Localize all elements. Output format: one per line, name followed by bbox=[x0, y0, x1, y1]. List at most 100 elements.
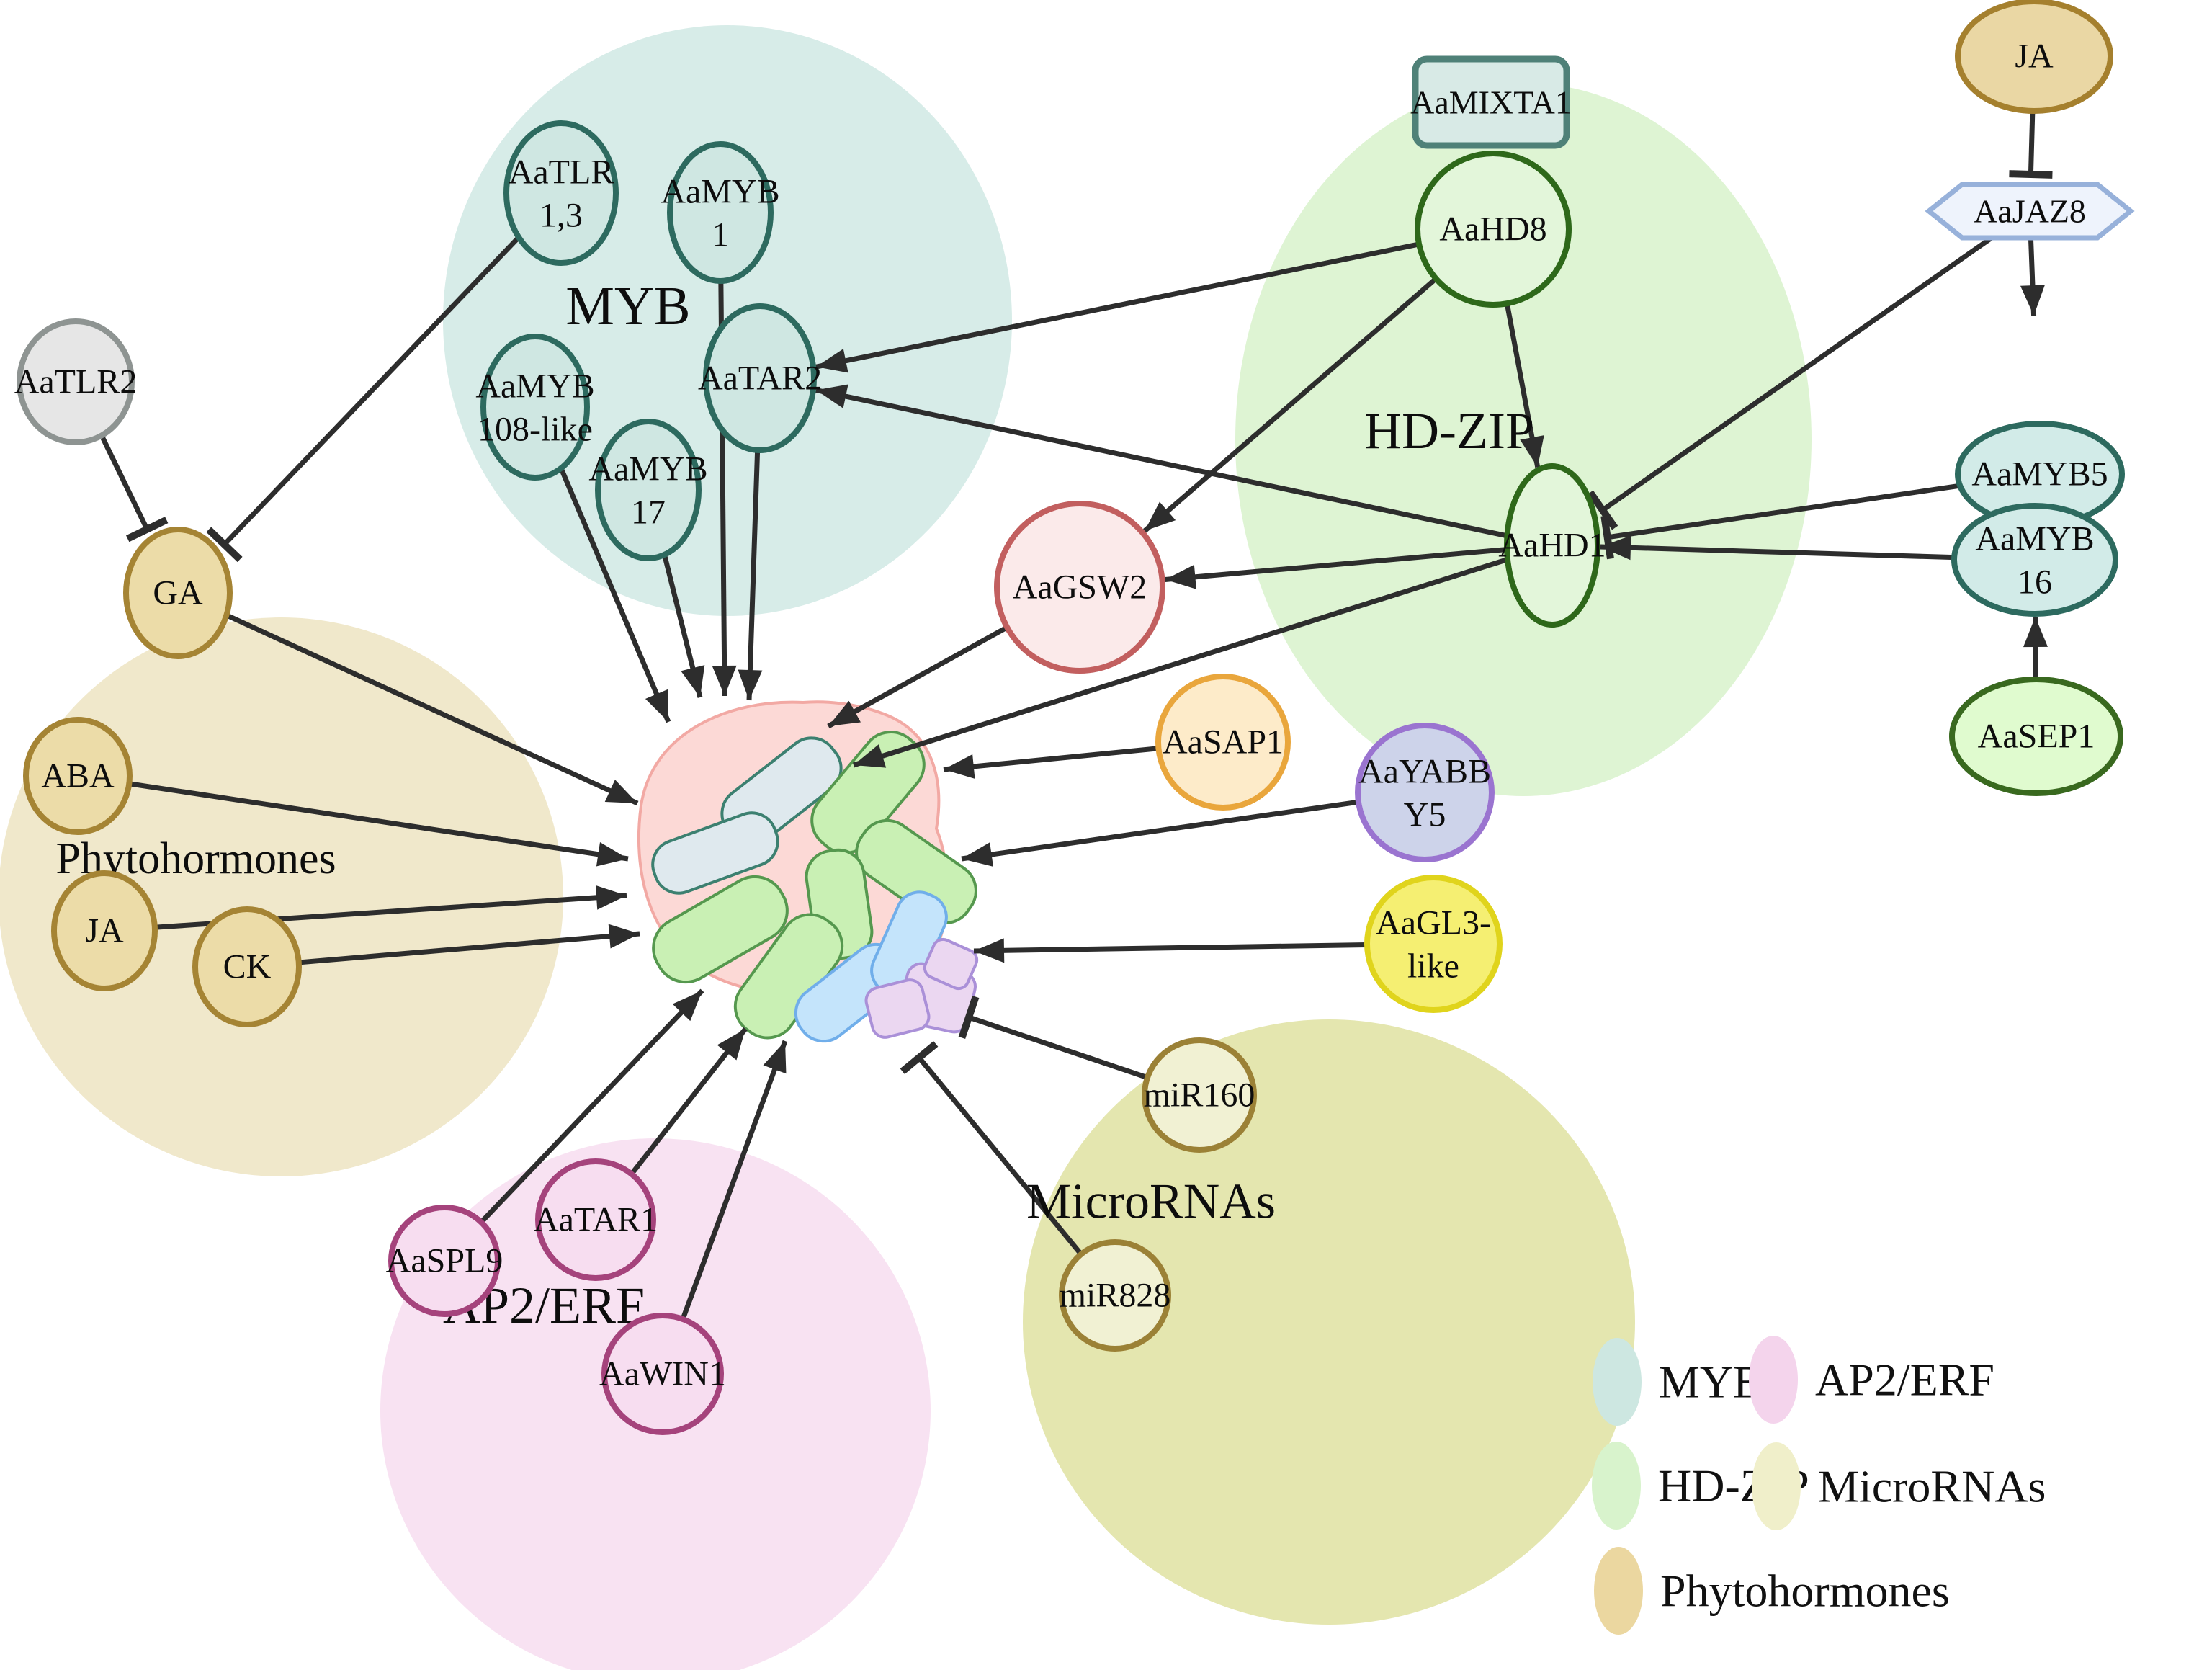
node-AaJAZ8: AaJAZ8 bbox=[1925, 182, 2135, 241]
node-shape-AaTAR1 bbox=[535, 1158, 656, 1281]
edge-AaTLR13-GA-inhibit bbox=[206, 235, 521, 563]
node-shape-AaTAR2 bbox=[703, 303, 817, 453]
node-shape-AaJAZ8 bbox=[1925, 182, 2135, 241]
cluster-label-mirna: MicroRNAs bbox=[1026, 1174, 1276, 1230]
edge-AaHD8-AaHD1-activate bbox=[1504, 303, 1544, 468]
node-shape-GA bbox=[123, 527, 233, 659]
trichome-cell-green bbox=[652, 875, 789, 984]
edge-AaHD1-trichome-activate bbox=[852, 557, 1509, 768]
node-shape-JA_right bbox=[1955, 0, 2113, 114]
legend-label: MicroRNAs bbox=[1818, 1461, 2046, 1512]
edge-GA-trichome-activate bbox=[225, 612, 639, 806]
node-label-AaGSW2: AaGSW2 bbox=[1013, 568, 1147, 607]
node-AaMIXTA1: AaMIXTA1 bbox=[1410, 55, 1572, 149]
cluster-phyto bbox=[0, 617, 563, 1176]
node-AaSEP1: AaSEP1 bbox=[1949, 677, 2123, 796]
node-shape-miR160 bbox=[1142, 1037, 1257, 1153]
node-label-JA_left: JA bbox=[85, 912, 124, 950]
edge-ABA-trichome-activate bbox=[128, 781, 629, 867]
legend-item-myb: MYB bbox=[1593, 1338, 1764, 1426]
node-miR160: miR160 bbox=[1142, 1037, 1257, 1153]
node-label-AaSEP1: AaSEP1 bbox=[1978, 718, 2095, 756]
legend-swatch bbox=[1752, 1442, 1801, 1530]
node-AaTLR2: AaTLR2 bbox=[14, 318, 137, 445]
edge-AaMYB17-trichome-activate bbox=[662, 554, 705, 698]
legend-swatch bbox=[1593, 1338, 1642, 1426]
edge-AaTLR2-GA-inhibit bbox=[99, 434, 169, 542]
node-label-ABA: ABA bbox=[41, 757, 115, 795]
cluster-label-myb: MYB bbox=[565, 276, 690, 336]
edge-AaGSW2-trichome-activate bbox=[827, 625, 1008, 729]
node-shape-AaMYB16 bbox=[1951, 503, 2118, 617]
node-ABA: ABA bbox=[23, 717, 133, 835]
edge-AaJAZ8-AaHD1-inhibit bbox=[1587, 233, 1996, 530]
node-AaSPL9: AaSPL9 bbox=[386, 1205, 503, 1317]
legend-swatch bbox=[1594, 1547, 1643, 1635]
node-shape-AaHD8 bbox=[1415, 151, 1572, 308]
node-label-AaHD1: AaHD1 bbox=[1498, 527, 1606, 565]
node-AaHD8: AaHD8 bbox=[1415, 151, 1572, 308]
node-AaWIN1: AaWIN1 bbox=[599, 1313, 726, 1435]
node-shape-AaGL3like bbox=[1364, 875, 1503, 1013]
node-JA_right: JA bbox=[1955, 0, 2113, 114]
trichome-illustration bbox=[637, 700, 979, 1043]
legend-swatch bbox=[1592, 1442, 1641, 1530]
node-label-AaMIXTA1: AaMIXTA1 bbox=[1410, 84, 1572, 121]
edge-AaHD8-AaGSW2-activate bbox=[1142, 277, 1438, 533]
legend-item-phytohormones: Phytohormones bbox=[1594, 1547, 1950, 1635]
node-label-AaMYB5: AaMYB5 bbox=[1971, 455, 2108, 494]
node-label-AaTAR1: AaTAR1 bbox=[534, 1201, 658, 1239]
node-shape-AaTLR2 bbox=[17, 318, 135, 445]
legend-label: Phytohormones bbox=[1660, 1566, 1950, 1617]
node-AaGL3like: AaGL3-like bbox=[1364, 875, 1503, 1013]
legend-swatch bbox=[1749, 1336, 1798, 1424]
node-shape-AaSAP1 bbox=[1155, 674, 1291, 811]
node-AaSAP1: AaSAP1 bbox=[1155, 674, 1291, 811]
node-AaGSW2: AaGSW2 bbox=[994, 501, 1165, 674]
node-label-AaHD8: AaHD8 bbox=[1439, 210, 1546, 249]
edge-miR828-trichome-inhibit bbox=[900, 1041, 1083, 1256]
edge-AaSAP1-trichome-activate bbox=[943, 746, 1159, 779]
edge-AaSPL9-trichome-activate bbox=[479, 988, 704, 1224]
node-label-AaJAZ8: AaJAZ8 bbox=[1974, 193, 2086, 230]
node-shape-AaMYB1 bbox=[667, 141, 774, 284]
node-miR828: miR828 bbox=[1059, 1239, 1171, 1352]
edge-miR160-trichome-inhibit bbox=[958, 995, 1149, 1081]
node-shape-AaYABBY5 bbox=[1355, 723, 1495, 862]
node-shape-AaMYB108like bbox=[480, 334, 590, 481]
edge-AaWIN1-trichome-activate bbox=[680, 1040, 788, 1321]
trichome-cell-gray bbox=[651, 811, 779, 895]
node-label-AaSAP1: AaSAP1 bbox=[1163, 723, 1284, 762]
node-shape-miR828 bbox=[1059, 1239, 1171, 1352]
edge-AaYABBY5-trichome-activate bbox=[961, 799, 1359, 867]
node-label-AaGL3like: AaGL3-like bbox=[1376, 904, 1491, 986]
legend-label: AP2/ERF bbox=[1815, 1354, 1994, 1406]
node-shape-AaHD1 bbox=[1504, 463, 1600, 628]
trichome-cell-purple bbox=[923, 937, 979, 991]
edge-CK-trichome-activate bbox=[298, 924, 640, 965]
edge-AaGL3like-trichome-activate bbox=[973, 938, 1368, 963]
node-shape-JA_left bbox=[51, 870, 158, 991]
node-AaHD1: AaHD1 bbox=[1498, 463, 1606, 628]
node-shape-AaMIXTA1 bbox=[1412, 55, 1570, 149]
node-label-AaSPL9: AaSPL9 bbox=[386, 1242, 503, 1280]
legend-item-micrornas: MicroRNAs bbox=[1752, 1442, 2046, 1530]
edge-JA_right-AaJAZ8-inhibit bbox=[2009, 110, 2053, 179]
trichome-cell-purple bbox=[864, 978, 931, 1039]
cluster-label-hdzip: HD-ZIP bbox=[1364, 402, 1534, 460]
trichome-cell-green bbox=[810, 731, 926, 854]
edge-AaHD1-AaTAR2-activate bbox=[815, 384, 1508, 539]
node-shape-AaSPL9 bbox=[388, 1205, 501, 1317]
edge-AaHD8-AaTAR2-activate bbox=[815, 241, 1420, 373]
